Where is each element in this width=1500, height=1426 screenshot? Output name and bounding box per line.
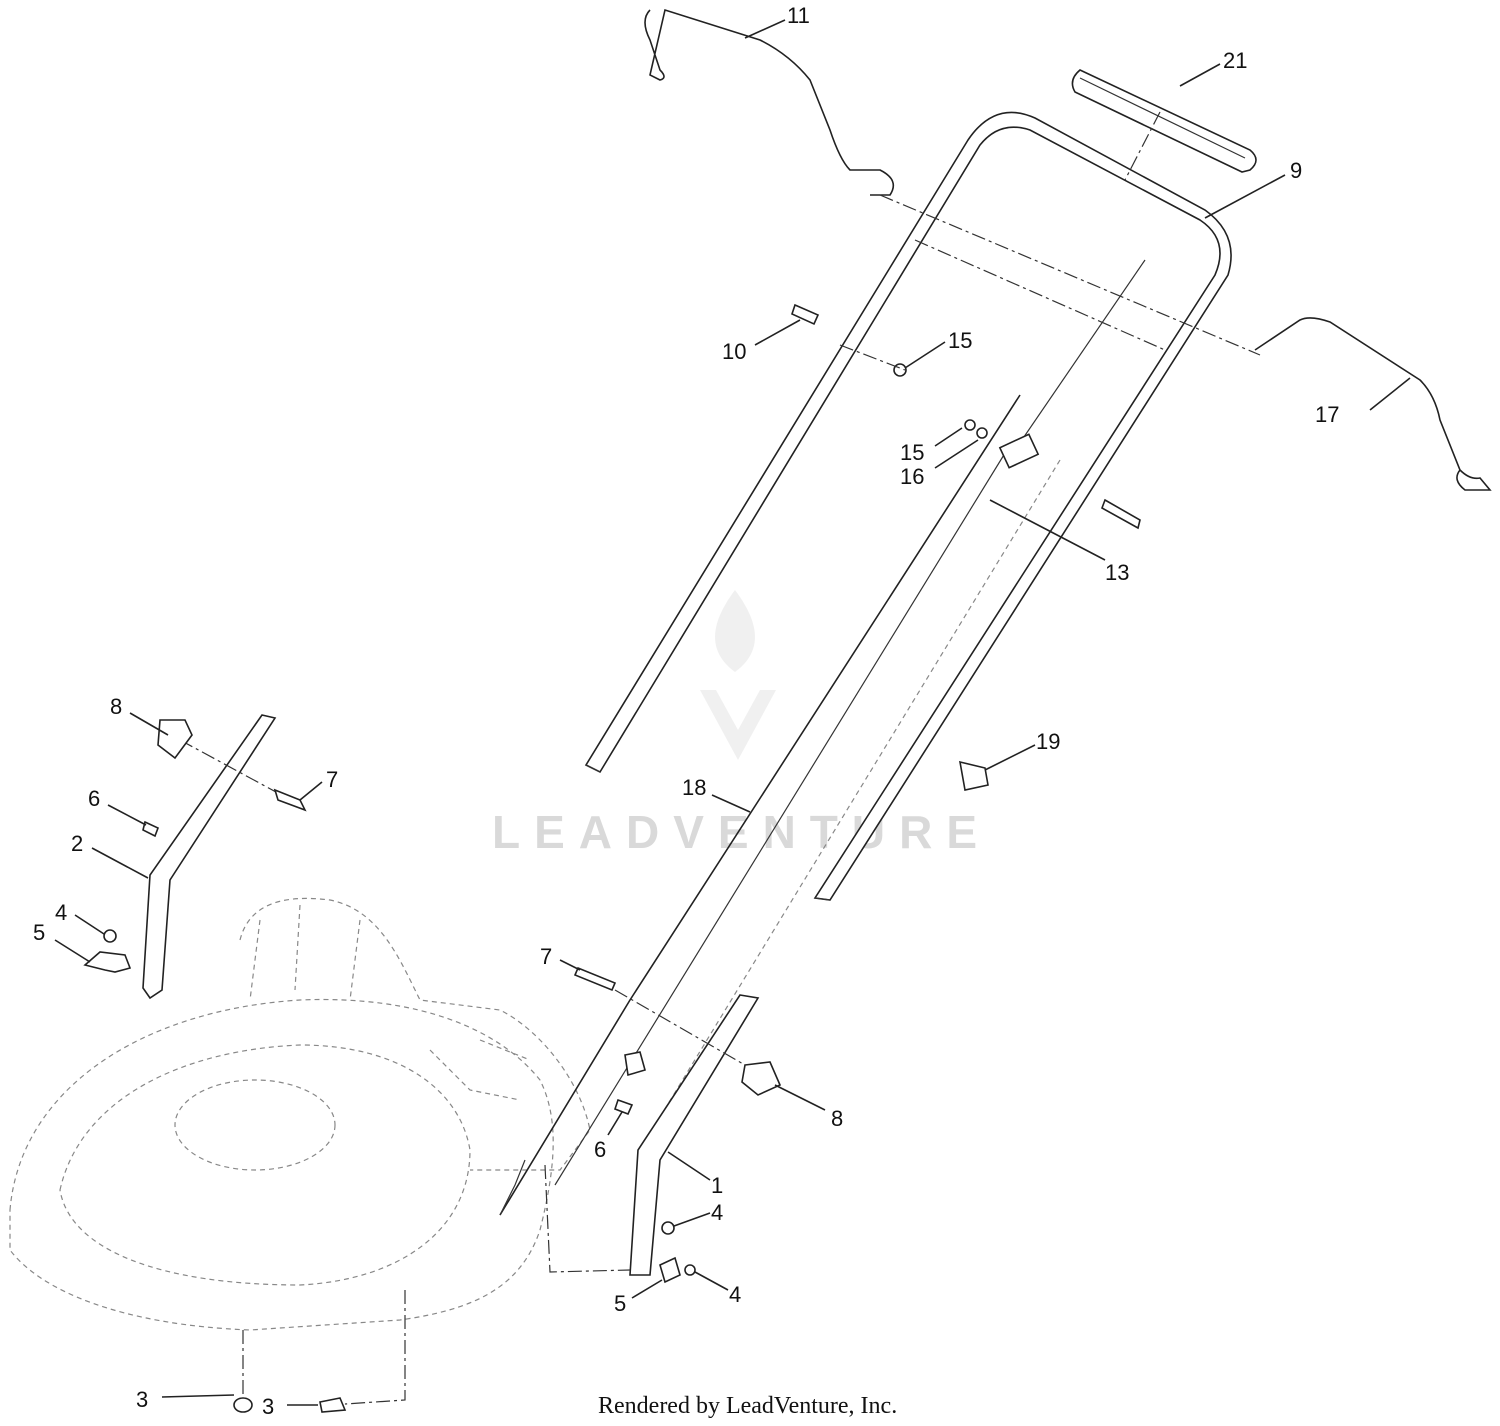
lower-handle-left (142, 714, 277, 1000)
clip-10 (791, 303, 820, 326)
callout-4-right-upper: 4 (711, 1200, 723, 1225)
knob-8-right (741, 1061, 782, 1096)
render-credit: Rendered by LeadVenture, Inc. (598, 1393, 897, 1419)
lower-handle-right (629, 994, 760, 1276)
callout-9: 9 (1290, 158, 1302, 183)
bolt-right (1101, 498, 1141, 530)
callout-7-right: 7 (540, 944, 552, 969)
callout-3-left: 3 (136, 1387, 148, 1412)
callout-10: 10 (722, 339, 746, 364)
handle-grip (1071, 69, 1257, 173)
callout-5-right: 5 (614, 1291, 626, 1316)
callout-15-upper: 15 (948, 328, 972, 353)
nut-4-right-upper (661, 1221, 675, 1235)
nut-4-right-lower (684, 1264, 696, 1276)
callout-15-lower: 15 (900, 440, 924, 465)
nut-4-left (103, 929, 117, 943)
callout-18: 18 (682, 775, 706, 800)
washer-16 (976, 427, 988, 439)
screw-6-right (613, 1098, 634, 1116)
cable-clip (624, 1051, 646, 1077)
callout-4-right-lower: 4 (729, 1282, 741, 1307)
nut-15-lower (964, 419, 976, 431)
bolt-7-right (573, 966, 617, 992)
watermark-text: LEADVENTURE (492, 806, 991, 858)
bolt-7-left (273, 788, 307, 812)
callout-13: 13 (1105, 560, 1129, 585)
bracket-5-left (83, 951, 132, 973)
callout-3-right: 3 (262, 1394, 274, 1419)
cable-spring (499, 1159, 526, 1216)
callout-4-left: 4 (55, 900, 67, 925)
callout-1: 1 (711, 1173, 723, 1198)
mower-deck-outline (9, 897, 591, 1331)
screw-6-left (142, 820, 160, 838)
callout-8-right: 8 (831, 1106, 843, 1131)
callout-11: 11 (787, 3, 810, 28)
cable-clip-19 (958, 760, 989, 791)
callout-17: 17 (1315, 402, 1339, 427)
operator-bail-17 (1254, 317, 1492, 491)
callout-2: 2 (71, 831, 83, 856)
cable-upper (1014, 259, 1146, 451)
callout-6-left: 6 (88, 786, 100, 811)
watermark-logo-icon (700, 590, 776, 760)
callout-8-left: 8 (110, 694, 122, 719)
operator-bail-11 (644, 8, 895, 196)
bolt-3-right (319, 1397, 347, 1413)
callout-16: 16 (900, 464, 924, 489)
callout-21: 21 (1223, 48, 1247, 73)
control-cable-18 (499, 394, 1021, 1216)
callout-19: 19 (1036, 729, 1060, 754)
callout-5-left: 5 (33, 920, 45, 945)
cable-guide-block (998, 433, 1040, 469)
callout-6-right: 6 (594, 1137, 606, 1162)
callout-labels: 11 21 9 10 15 17 15 16 13 8 7 6 2 4 5 19… (33, 3, 1339, 1419)
callout-7-left: 7 (326, 767, 338, 792)
upper-handle-frame (584, 111, 1232, 901)
bolt-3-left (233, 1397, 253, 1413)
knob-8-left (157, 719, 193, 760)
leader-lines (54, 19, 1411, 1406)
bracket-5-right (659, 1256, 681, 1284)
